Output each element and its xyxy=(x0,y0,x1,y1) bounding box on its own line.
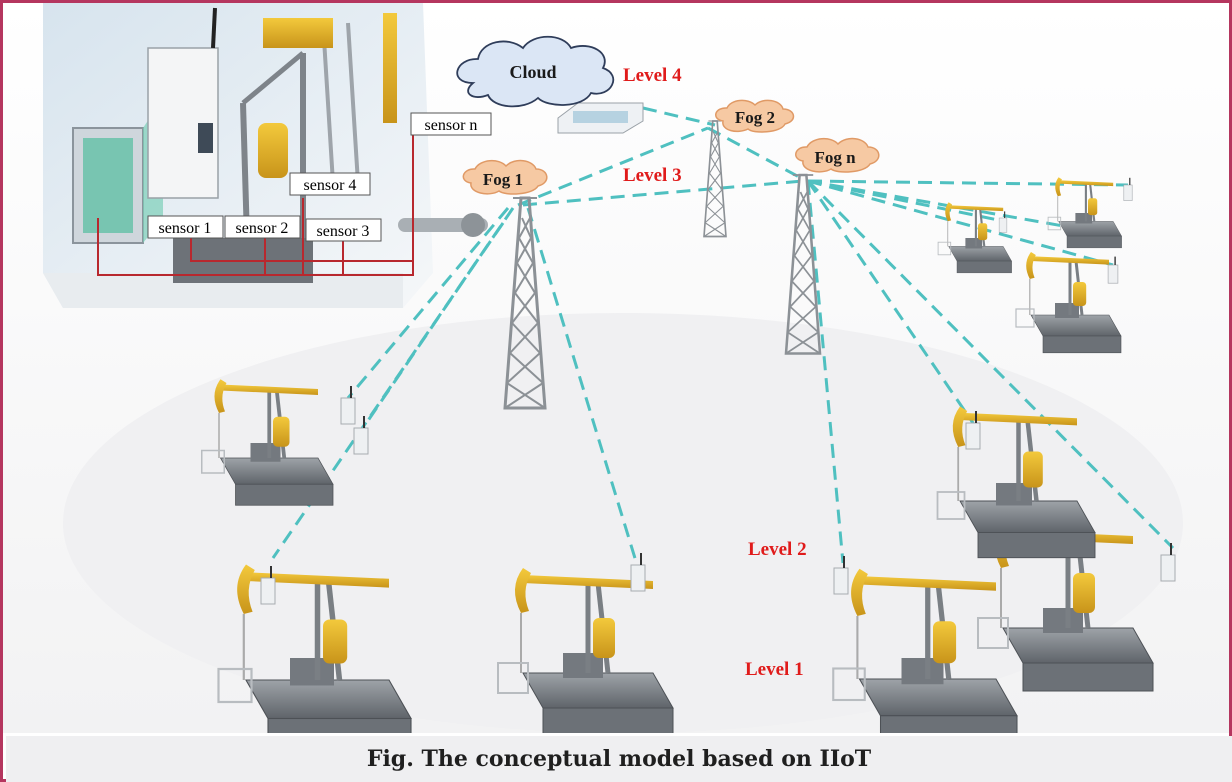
level-2-label: Level 2 xyxy=(748,539,807,560)
cloud-label: Cloud xyxy=(509,62,556,82)
level-3-label: Level 3 xyxy=(623,165,682,186)
fog1-node: Fog 1 xyxy=(462,159,548,195)
wellhead-scene xyxy=(43,3,488,308)
cloud-node: Cloud xyxy=(456,35,615,108)
sensor-2-label: sensor 2 xyxy=(236,220,289,237)
fog2-node: Fog 2 xyxy=(715,99,795,133)
figure-caption: Fig. The conceptual model based on IIoT xyxy=(366,746,872,772)
sensor-4-label: sensor 4 xyxy=(304,177,357,194)
level-1-label: Level 1 xyxy=(745,659,804,680)
fogn-label: Fog n xyxy=(814,148,856,167)
fogn-node: Fog n xyxy=(795,137,880,173)
wireless-links xyxy=(271,106,1175,569)
fog2-label: Fog 2 xyxy=(735,108,775,127)
iiot-diagram: sensor n sensor 4 sensor 1 sensor 2 sens… xyxy=(3,3,1229,733)
caption-bar: Fig. The conceptual model based on IIoT xyxy=(6,736,1232,782)
fog1-label: Fog 1 xyxy=(483,170,523,189)
sensor-n-label: sensor n xyxy=(425,117,478,134)
level-4-label: Level 4 xyxy=(623,65,682,86)
data-center-building xyxy=(557,102,644,134)
sensor-3-label: sensor 3 xyxy=(317,223,370,240)
sensor-labels: sensor n sensor 4 sensor 1 sensor 2 sens… xyxy=(147,112,492,242)
sensor-1-label: sensor 1 xyxy=(159,220,212,237)
